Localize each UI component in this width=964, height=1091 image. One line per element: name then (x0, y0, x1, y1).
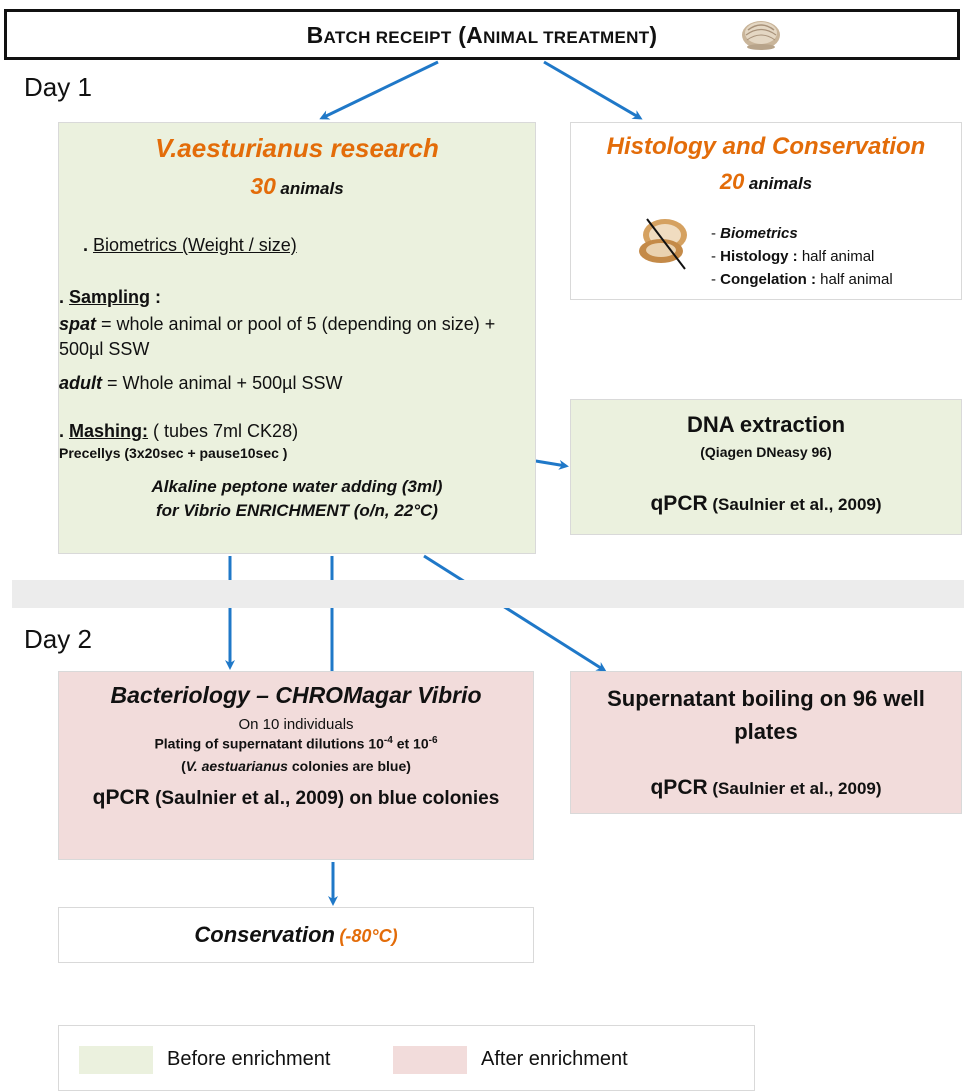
legend: Before enrichment After enrichment (58, 1025, 755, 1091)
alkaline-line-1: Alkaline peptone water adding (3ml) (151, 477, 443, 496)
bacteriology-title: Bacteriology – CHROMagar Vibrio (110, 682, 482, 708)
legend-swatch-after (393, 1046, 467, 1074)
adult-description: = Whole animal + 500µl SSW (102, 373, 343, 393)
arrow-to-histology (543, 60, 643, 120)
histology-count-value: 20 (719, 169, 745, 194)
header-title-part: ATCH RECEIPT (323, 28, 452, 47)
conservation-box: Conservation (-80°C) (58, 907, 534, 963)
day-1-label: Day 1 (24, 72, 92, 102)
qpcr-label: qPCR (650, 492, 708, 515)
spat-description: = whole animal or pool of 5 (depending o… (59, 314, 496, 359)
bacteriology-qpcr: qPCR (Saulnier et al., 2009) on blue col… (89, 782, 503, 816)
adult-text: adult = Whole animal + 500µl SSW (59, 373, 342, 394)
qpcr-reference: (Saulnier et al., 2009) on blue colonies (149, 788, 500, 809)
conservation-title: Conservation (194, 922, 335, 947)
dna-extraction-box: DNA extraction (Qiagen DNeasy 96) qPCR (… (570, 399, 962, 535)
colonies-text: (V. aestuarianus colonies are blue) (59, 758, 533, 774)
congelation-description: half animal (816, 271, 893, 288)
histology-item-3: - Congelation : half animal (711, 271, 893, 288)
boiling-box: Supernatant boiling on 96 well plates qP… (570, 671, 962, 814)
species-name: V. aestuarianus (185, 758, 288, 774)
exponent: -6 (428, 735, 438, 746)
qpcr-reference: (Saulnier et al., 2009) (707, 779, 882, 798)
precellys-text: Precellys (3x20sec + pause10sec ) (59, 445, 288, 461)
colonies-description: colonies are blue) (287, 758, 411, 774)
histology-box: Histology and Conservation 20 animals - … (570, 122, 962, 300)
bullet: . (59, 287, 70, 307)
histology-description: half animal (797, 248, 875, 265)
research-count-value: 30 (250, 173, 276, 199)
histology-title: Histology and Conservation (606, 133, 926, 160)
biometrics-item: Biometrics (720, 225, 798, 242)
legend-label-before: Before enrichment (167, 1048, 331, 1070)
exponent: -4 (383, 735, 393, 746)
spat-text: spat = whole animal or pool of 5 (depend… (59, 312, 499, 362)
histology-label: Histology : (720, 248, 798, 265)
day-separator (12, 580, 964, 608)
arrow-to-boiling (423, 554, 607, 672)
congelation-label: Congelation : (720, 271, 816, 288)
adult-label: adult (59, 373, 102, 393)
histology-item-1: - Biometrics (711, 225, 798, 242)
histology-count: 20 animals (571, 169, 961, 195)
spat-label: spat (59, 314, 97, 334)
plating-text: Plating of supernatant dilutions 10-4 et… (59, 735, 533, 752)
boiling-qpcr: qPCR (Saulnier et al., 2009) (571, 776, 961, 800)
histology-count-unit: animals (748, 174, 813, 193)
mashing-label: Mashing: (69, 421, 149, 441)
header-title: BATCH RECEIPT (ANIMAL TREATMENT) (7, 22, 957, 49)
header-title-part: (A (451, 22, 484, 48)
bullet: . (83, 235, 94, 255)
header-title-part: B (306, 22, 324, 48)
opened-clam-icon (639, 218, 687, 270)
plating-mid: et 10 (392, 735, 429, 752)
plating-label: Plating of supernatant dilutions 10 (154, 735, 384, 752)
legend-swatch-before (79, 1046, 153, 1074)
sampling-suffix: : (150, 287, 162, 307)
mashing-description: ( tubes 7ml CK28) (148, 421, 299, 441)
sampling-line: . Sampling : (59, 287, 161, 308)
research-count-unit: animals (280, 179, 344, 198)
biometrics-line: . Biometrics (Weight / size) (83, 235, 297, 256)
qpcr-label: qPCR (650, 776, 708, 799)
conservation-temperature: (-80°C) (339, 926, 398, 946)
qpcr-reference: (Saulnier et al., 2009) (707, 495, 882, 514)
research-title: V.aesturianus research (155, 133, 439, 163)
conservation-line: Conservation (-80°C) (59, 922, 533, 948)
dna-title: DNA extraction (686, 412, 846, 437)
dna-kit: (Qiagen DNeasy 96) (700, 444, 832, 460)
bullet: - (711, 271, 721, 288)
day-2-label: Day 2 (24, 624, 92, 654)
histology-item-2: - Histology : half animal (711, 248, 874, 265)
bullet: - (711, 248, 721, 265)
qpcr-label: qPCR (92, 786, 150, 809)
header-banner: BATCH RECEIPT (ANIMAL TREATMENT) (4, 9, 960, 60)
dna-qpcr: qPCR (Saulnier et al., 2009) (571, 492, 961, 516)
mashing-line: . Mashing: ( tubes 7ml CK28) (59, 421, 298, 442)
header-title-part: ) (649, 22, 658, 48)
sampling-label: Sampling (69, 287, 151, 307)
bacteriology-box: Bacteriology – CHROMagar Vibrio On 10 in… (58, 671, 534, 860)
research-box: V.aesturianus research 30 animals . Biom… (58, 122, 536, 554)
clam-shell-icon (742, 21, 780, 50)
bullet: . (59, 421, 70, 441)
legend-label-after: After enrichment (481, 1048, 628, 1070)
bullet: - (711, 225, 721, 242)
arrow-to-research (319, 60, 439, 120)
boiling-title: Supernatant boiling on 96 well plates (607, 686, 925, 744)
paren: ( (181, 758, 186, 774)
research-count: 30 animals (59, 173, 535, 200)
biometrics-label: Biometrics (Weight / size) (93, 235, 297, 255)
header-title-part: NIMAL TREATMENT (483, 28, 650, 47)
alkaline-line-2: for Vibrio ENRICHMENT (o/n, 22°C) (156, 501, 438, 520)
bacteriology-individuals: On 10 individuals (238, 716, 354, 733)
